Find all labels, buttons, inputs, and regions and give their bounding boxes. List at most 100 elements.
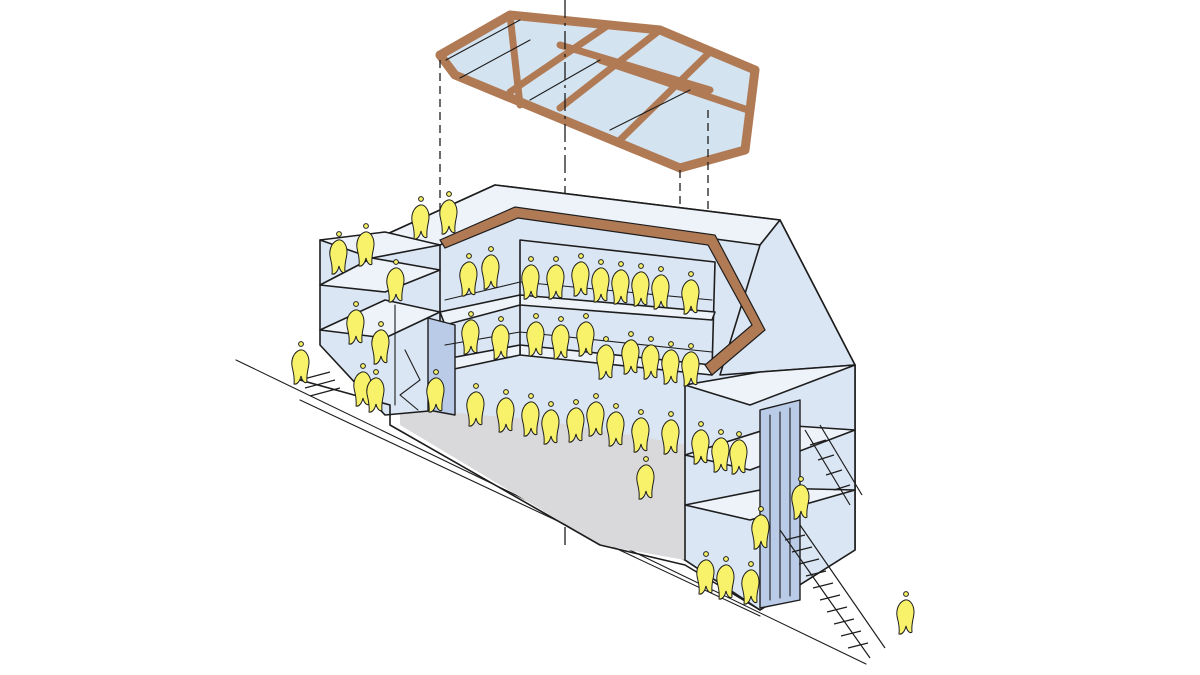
person-head (598, 259, 604, 265)
person-head (736, 431, 742, 437)
person-figure (526, 321, 545, 357)
building-body (299, 184, 856, 611)
person-head (528, 393, 534, 399)
person-head (593, 393, 599, 399)
person-head (638, 263, 644, 269)
person-figure (291, 349, 310, 385)
person-head (613, 403, 619, 409)
street-line-lower (299, 399, 761, 617)
upper-stair-stringers (804, 424, 863, 506)
roof-frame-front (435, 50, 685, 173)
roof-beams-long (556, 41, 752, 114)
person-head (336, 231, 342, 237)
roof-glazing-lines (445, 19, 691, 131)
upper-stair-treads (809, 439, 851, 491)
person-figure (641, 344, 660, 380)
person-figure (566, 407, 585, 443)
person-head (748, 561, 754, 567)
person-figure (896, 599, 915, 635)
roof-beams-cross (506, 20, 714, 144)
person-head (466, 253, 472, 259)
person-figure (751, 514, 770, 550)
person-head (393, 259, 399, 265)
person-figure (439, 199, 458, 235)
person-head (578, 253, 584, 259)
person-head (603, 336, 609, 342)
person-head (668, 411, 674, 417)
person-figure (411, 204, 430, 240)
person-head (643, 456, 649, 462)
person-figure (661, 419, 680, 455)
right-tower-roof (684, 364, 856, 406)
person-figure (661, 349, 680, 385)
person-head (353, 301, 359, 307)
person-figure (631, 271, 650, 307)
person-head (583, 313, 589, 319)
person-head (638, 409, 644, 415)
person-figure (386, 267, 405, 303)
person-head (798, 476, 804, 482)
person-figure (546, 264, 565, 300)
person-figure (591, 267, 610, 303)
person-figure (636, 464, 655, 500)
person-head (718, 429, 724, 435)
person-figure (681, 351, 700, 387)
person-head (468, 311, 474, 317)
external-stair (299, 371, 886, 659)
person-figure (681, 279, 700, 315)
people-figures (291, 191, 915, 635)
person-figure (621, 339, 640, 375)
person-figure (696, 559, 715, 595)
person-head (446, 191, 452, 197)
person-head (360, 363, 366, 369)
person-figure (651, 274, 670, 310)
person-figure (571, 261, 590, 297)
person-head (618, 261, 624, 267)
person-head (703, 551, 709, 557)
person-head (688, 343, 694, 349)
person-figure (711, 437, 730, 473)
person-figure (606, 411, 625, 447)
person-figure (496, 397, 515, 433)
person-head (628, 331, 634, 337)
person-head (758, 506, 764, 512)
person-head (698, 421, 704, 427)
roof-glazing (440, 15, 755, 168)
person-head (573, 399, 579, 405)
person-figure (691, 429, 710, 465)
person-figure (346, 309, 365, 345)
person-head (298, 341, 304, 347)
person-figure (366, 377, 385, 413)
person-figure (426, 377, 445, 413)
person-head (503, 389, 509, 395)
person-head (668, 341, 674, 347)
person-head (648, 336, 654, 342)
person-head (378, 321, 384, 327)
person-head (903, 591, 909, 597)
person-head (473, 383, 479, 389)
person-figure (459, 261, 478, 297)
person-figure (729, 439, 748, 475)
exploded-roof (435, 10, 760, 173)
person-figure (611, 269, 630, 305)
person-figure (631, 417, 650, 453)
person-head (498, 316, 504, 322)
person-figure (551, 324, 570, 360)
atrium-floor (400, 408, 690, 560)
person-figure (371, 329, 390, 365)
timber-balustrade (439, 206, 766, 376)
right-tower-core-lines (769, 407, 791, 601)
person-figure (541, 409, 560, 445)
person-head (688, 271, 694, 277)
person-figure (356, 231, 375, 267)
person-head (533, 313, 539, 319)
person-head (548, 401, 554, 407)
person-figure (521, 264, 540, 300)
person-figure (741, 569, 760, 605)
person-head (558, 316, 564, 322)
person-head (658, 266, 664, 272)
person-figure (461, 319, 480, 355)
person-head (528, 256, 534, 262)
person-head (363, 223, 369, 229)
